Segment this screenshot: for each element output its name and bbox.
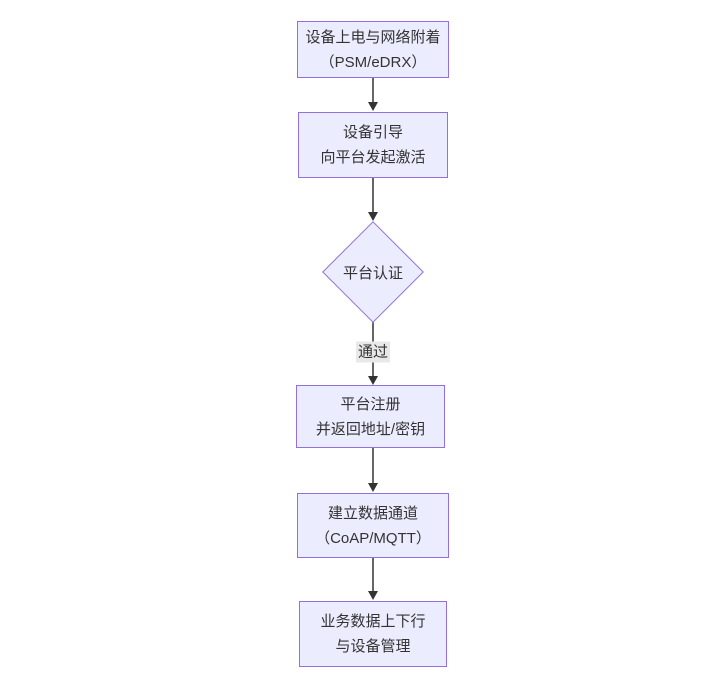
node-text-line: 设备上电与网络附着	[305, 28, 441, 46]
node-business-data: 业务数据上下行 与设备管理	[299, 601, 447, 667]
node-text-line: （CoAP/MQTT）	[315, 529, 431, 547]
node-text-line: 向平台发起激活	[320, 149, 426, 166]
node-power-attach: 设备上电与网络附着 （PSM/eDRX）	[297, 21, 449, 78]
arrowhead-icon	[368, 591, 378, 600]
node-text-line: 平台认证	[342, 264, 403, 282]
node-data-channel: 建立数据通道 （CoAP/MQTT）	[297, 493, 449, 558]
node-register: 平台注册 并返回地址/密钥	[296, 385, 445, 448]
node-text-line: （PSM/eDRX）	[319, 53, 427, 71]
edge-label-pass: 通过	[355, 341, 391, 363]
arrowhead-icon	[368, 212, 378, 221]
node-text-line: 并返回地址/密钥	[315, 420, 426, 438]
node-text-line: 设备引导	[342, 124, 403, 141]
node-text-line: 建立数据通道	[327, 504, 418, 522]
node-platform-auth: 平台认证	[322, 221, 424, 323]
arrowhead-icon	[368, 483, 378, 492]
node-text-line: 平台注册	[340, 395, 401, 413]
arrowhead-icon	[368, 102, 378, 111]
node-text-line: 业务数据上下行	[320, 613, 426, 630]
node-bootstrap: 设备引导 向平台发起激活	[298, 112, 448, 178]
node-text-line: 与设备管理	[335, 638, 411, 655]
arrowhead-icon	[368, 376, 378, 385]
